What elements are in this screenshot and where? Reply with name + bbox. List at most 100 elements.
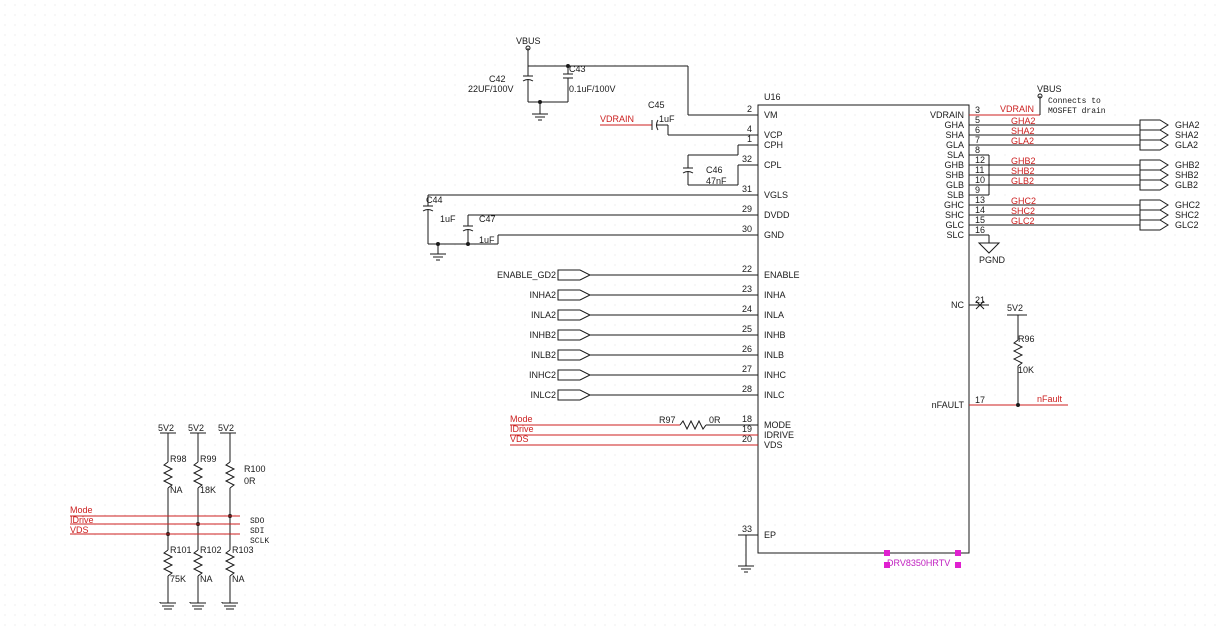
pin-name: INLB (764, 350, 784, 360)
charge-pump-cap[interactable]: C46 47nF (682, 144, 758, 186)
port-symbol (1139, 139, 1169, 151)
regulator-caps[interactable]: C44 1uF C47 1uF (422, 194, 758, 261)
pin-number: 21 (975, 295, 985, 305)
resistor-refdes: R100 (244, 464, 266, 474)
pin-number: 4 (747, 124, 752, 134)
pgnd-label: PGND (979, 255, 1006, 265)
pin-name: VCP (764, 130, 783, 140)
config-resistor-dividers[interactable]: 5V2 5V2 5V2 R98NAR10175KR9918KR102NAR100… (70, 423, 269, 610)
output-net-shc2[interactable]: SHC2 SHC2 (989, 206, 1199, 221)
input-port-inlb2[interactable]: INLB2 (531, 349, 758, 361)
5v2-label-2: 5V2 (188, 423, 204, 433)
pin-name: VM (764, 110, 778, 120)
spi-sclk-label: SCLK (250, 537, 269, 546)
net-label: GLC2 (1011, 216, 1035, 226)
net-label: GLB2 (1011, 176, 1034, 186)
vdrain-note-line1: Connects to (1048, 97, 1101, 106)
port-label: SHA2 (1175, 130, 1199, 140)
pin-name: INHA (764, 290, 786, 300)
pin-number: 5 (975, 115, 980, 125)
vdrain-net[interactable]: VDRAIN VBUS Connects to MOSFET drain (969, 84, 1106, 116)
nfault-pullup[interactable]: 5V2 R96 10K nFault (969, 303, 1068, 407)
5v2-label-right: 5V2 (1007, 303, 1023, 313)
pin-number: 32 (742, 154, 752, 164)
pin-name: NC (951, 300, 964, 310)
pin-name: GND (764, 230, 785, 240)
pin-number: 25 (742, 324, 752, 334)
resistor-value: 18K (200, 485, 216, 495)
5v2-label-1: 5V2 (158, 423, 174, 433)
driver-ic-u16[interactable]: U16 DRV8350HRTV 2VM4VCP1CPH32CPL31VGLS29… (738, 92, 989, 568)
vds-net-label: VDS (510, 434, 529, 444)
net-label: GLA2 (1011, 136, 1034, 146)
pin-number: 9 (975, 185, 980, 195)
pin-name: SHA (945, 130, 964, 140)
selection-handle[interactable] (884, 550, 890, 556)
net-label: GHA2 (1011, 116, 1036, 126)
input-port-enable_gd2[interactable]: ENABLE_GD2 (497, 269, 758, 281)
resistor-refdes: R102 (200, 545, 222, 555)
port-symbol (1139, 219, 1169, 231)
vdrain-net-label-left: VDRAIN (600, 114, 634, 124)
config-nets[interactable]: Mode IDrive VDS R97 0R (510, 414, 758, 446)
port-label: INHB2 (529, 330, 556, 340)
c46-value: 47nF (706, 176, 727, 186)
pin-number: 33 (742, 524, 752, 534)
idrive-net-label-left: IDrive (70, 515, 94, 525)
pin-number: 22 (742, 264, 752, 274)
port-label: INHA2 (529, 290, 556, 300)
vbus-label: VBUS (516, 36, 541, 46)
c43-refdes: C43 (569, 64, 586, 74)
vcp-network[interactable]: VDRAIN C45 1uF (600, 100, 758, 136)
selection-handle[interactable] (955, 550, 961, 556)
input-port-inhb2[interactable]: INHB2 (529, 329, 758, 341)
port-symbol (557, 369, 592, 381)
port-label: GHC2 (1175, 200, 1200, 210)
resistor-value: NA (200, 574, 213, 584)
selection-handle[interactable] (884, 562, 890, 568)
pin-number: 18 (742, 414, 752, 424)
vdrain-net-label-right: VDRAIN (1000, 104, 1034, 114)
port-label: INLC2 (530, 390, 556, 400)
selection-handle[interactable] (955, 562, 961, 568)
c45-refdes: C45 (648, 100, 665, 110)
input-port-inlc2[interactable]: INLC2 (530, 389, 758, 401)
c47-refdes: C47 (479, 214, 496, 224)
net-label: SHC2 (1011, 206, 1035, 216)
pin-name: INHC (764, 370, 786, 380)
pin-number: 28 (742, 384, 752, 394)
resistor-value: NA (232, 574, 245, 584)
input-port-inhc2[interactable]: INHC2 (529, 369, 758, 381)
pin-name: SHC (945, 210, 965, 220)
pin-name: VDS (764, 440, 783, 450)
vbus-decoupling[interactable]: VBUS C42 22UF/100V C43 0.1uF/100V (468, 36, 758, 121)
input-port-inha2[interactable]: INHA2 (529, 289, 758, 301)
port-label: INLA2 (531, 310, 556, 320)
input-port-inla2[interactable]: INLA2 (531, 309, 758, 321)
port-label: SHC2 (1175, 210, 1199, 220)
pin-name: CPH (764, 140, 783, 150)
